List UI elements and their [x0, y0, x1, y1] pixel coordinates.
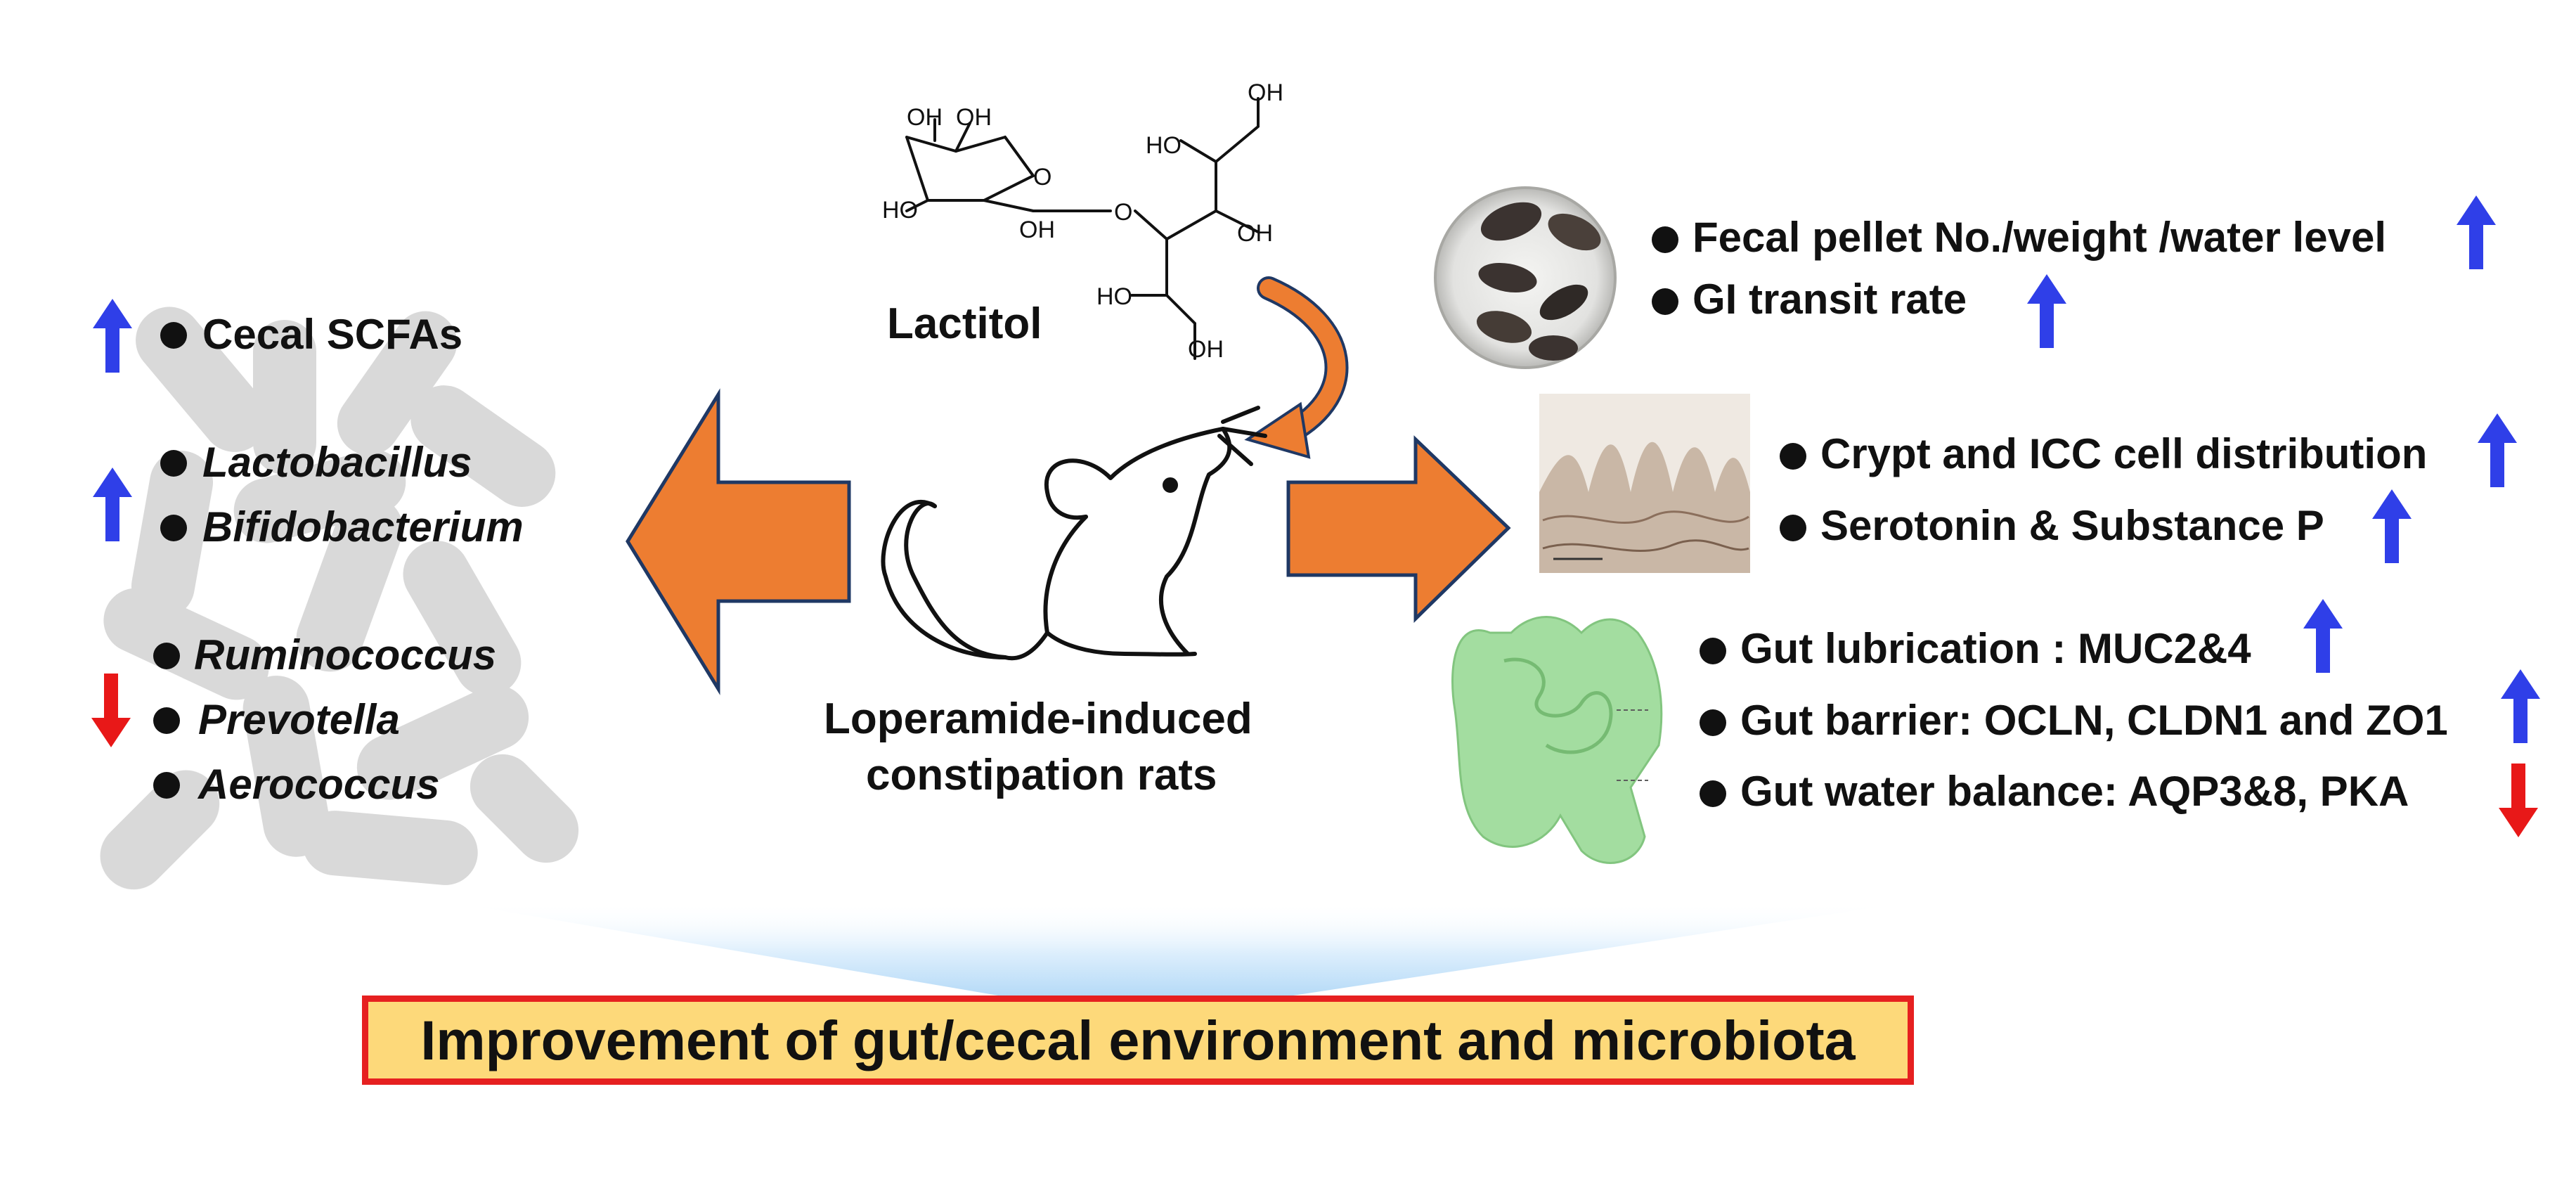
conclusion-banner: Improvement of gut/cecal environment and… [362, 996, 1914, 1085]
bacteria-down-item: Ruminococcus [194, 631, 497, 678]
bacteria-background-icon [100, 307, 579, 890]
bullet [1780, 515, 1806, 541]
structure-label: O [1033, 164, 1052, 191]
bacteria-up-item: Lactobacillus [202, 439, 472, 486]
up-arrow-icon [2501, 669, 2540, 743]
lactitol-structure-icon [905, 97, 1260, 360]
colon-icon [1451, 616, 1663, 864]
histology-item: Crypt and ICC cell distribution [1820, 430, 2428, 477]
up-arrow-icon [93, 299, 132, 373]
bacteria-up-item: Bifidobacterium [202, 503, 524, 550]
model-title-line1: Loperamide-induced [824, 695, 1253, 743]
bullet [160, 450, 187, 477]
up-arrow-icon [93, 468, 132, 541]
structure-label: OH [907, 104, 943, 131]
structure-label: OH [1188, 336, 1224, 363]
structure-label: OH [1248, 79, 1283, 106]
gut-item: Gut barrier: OCLN, CLDN1 and ZO1 [1740, 697, 2448, 744]
left-big-arrow [626, 388, 851, 695]
up-arrow-icon [2027, 274, 2066, 348]
lactitol-label: Lactitol [887, 299, 1042, 348]
structure-label: HO [882, 197, 918, 224]
gut-item: Gut water balance: AQP3&8, PKA [1740, 768, 2409, 815]
bullet [1652, 288, 1678, 315]
fecal-pellets-image [1434, 186, 1617, 369]
bullet [160, 515, 187, 541]
right-big-arrow [1286, 435, 1511, 623]
bacteria-down-item: Prevotella [198, 696, 400, 743]
bullet [153, 707, 180, 734]
histology-image [1539, 394, 1750, 573]
bullet [1780, 443, 1806, 470]
up-arrow-icon [2303, 599, 2343, 673]
up-arrow-icon [2478, 413, 2517, 487]
model-title-line2: constipation rats [866, 751, 1217, 799]
bullet [1700, 780, 1726, 807]
feces-item: GI transit rate [1692, 276, 1967, 323]
bullet [1700, 709, 1726, 736]
conclusion-text: Improvement of gut/cecal environment and… [420, 1008, 1856, 1071]
gut-item: Gut lubrication : MUC2&4 [1740, 625, 2251, 672]
feces-item: Fecal pellet No./weight /water level [1692, 214, 2386, 261]
up-arrow-icon [2372, 489, 2412, 563]
rat-icon [881, 406, 1267, 661]
bacteria-down-item: Aerococcus [198, 761, 440, 808]
bullet [153, 643, 180, 669]
structure-label: HO [1146, 132, 1182, 159]
curved-arrow-icon [1244, 276, 1349, 459]
bullet [153, 772, 180, 799]
down-arrow-icon [91, 674, 131, 747]
structure-label: OH [956, 104, 992, 131]
up-arrow-icon [2457, 195, 2496, 269]
light-beam [450, 902, 1912, 996]
bullet [160, 322, 187, 349]
histology-item: Serotonin & Substance P [1820, 502, 2324, 549]
scfa-label: Cecal SCFAs [202, 311, 463, 358]
bullet [1652, 226, 1678, 253]
down-arrow-icon [2499, 764, 2538, 837]
structure-label: OH [1237, 220, 1273, 247]
structure-label: O [1114, 199, 1133, 226]
bullet [1700, 638, 1726, 664]
structure-label: HO [1096, 283, 1132, 310]
structure-label: OH [1019, 217, 1055, 243]
